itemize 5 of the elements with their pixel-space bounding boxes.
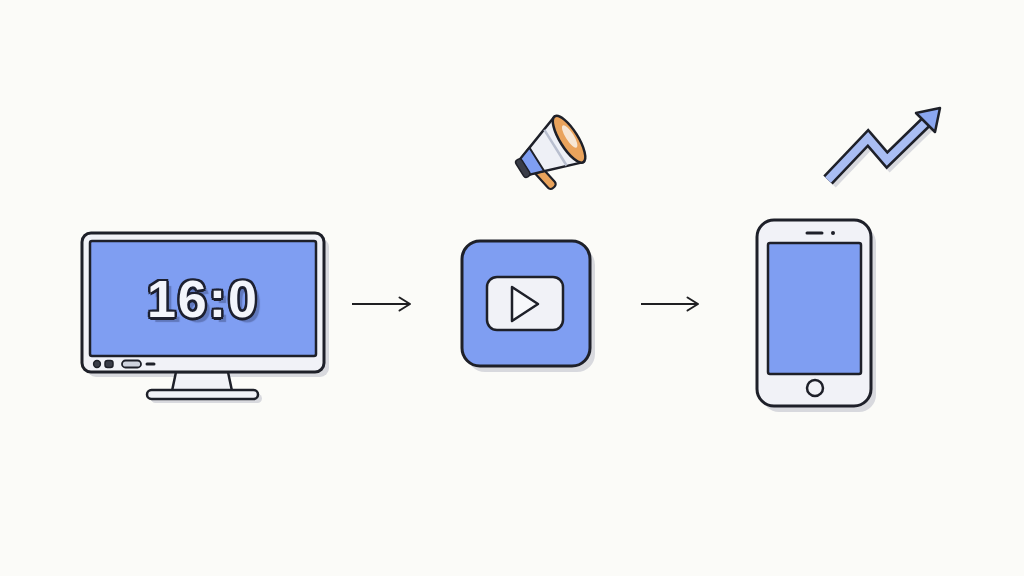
play-button-icon <box>459 238 597 374</box>
screen-text: 16:0 <box>146 272 260 325</box>
smartphone-icon <box>754 217 878 415</box>
arrow <box>640 296 699 312</box>
arrow <box>351 296 411 312</box>
